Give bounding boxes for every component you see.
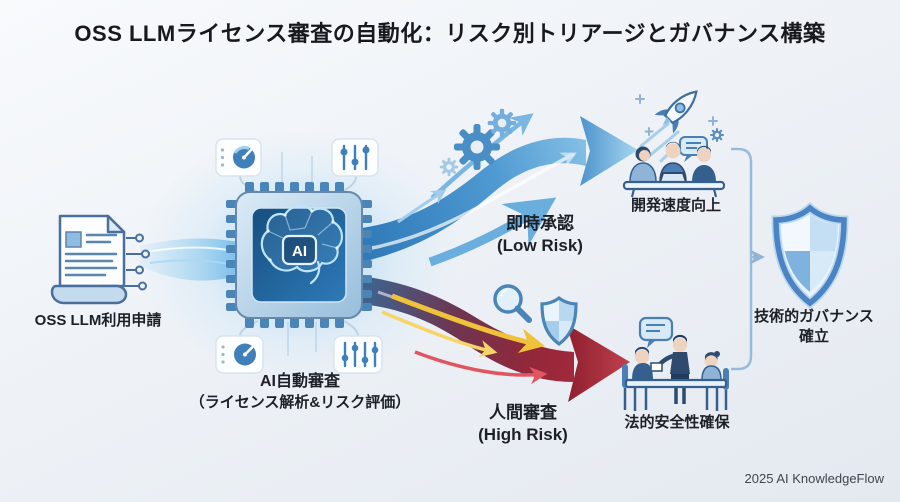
diagram-title: OSS LLMライセンス審査の自動化：リスク別トリアージとガバナンス構築 — [74, 21, 826, 46]
ai-badge-text: AI — [292, 243, 307, 260]
high-risk-label-sub: (High Risk) — [478, 425, 568, 445]
high-risk-arrow — [362, 276, 630, 402]
gauge-card-icon — [215, 138, 262, 177]
ai-badge — [281, 234, 318, 266]
gears-icon — [439, 108, 517, 177]
governance-label-line1: 技術的ガバナンス — [754, 308, 874, 325]
sparkle-icon — [635, 94, 718, 136]
brain-icon — [260, 205, 343, 285]
speech-bubble-icon — [638, 316, 674, 348]
legal-meeting-icon — [622, 316, 729, 411]
brace-connector — [731, 147, 765, 371]
magnifier-icon — [493, 284, 532, 323]
low-risk-label-sub: (Low Risk) — [497, 236, 583, 256]
document-icon — [50, 214, 150, 305]
ai-review-label-main: AI自動審査 — [259, 373, 340, 390]
credit-text: 2025 AI KnowledgeFlow — [744, 471, 884, 486]
high-risk-label: 人間審査 (High Risk) — [443, 402, 603, 446]
ai-review-label-sub: （ライセンス解析&リスク評価） — [189, 393, 411, 411]
application-label: OSS LLM利用申請 — [34, 312, 162, 329]
legal-safety-label: 法的安全性確保 — [624, 414, 730, 431]
ai-review-label: AI自動審査 （ライセンス解析&リスク評価） — [185, 372, 415, 412]
circuit-nodes-icon — [124, 233, 150, 291]
governance-shield-icon — [771, 201, 849, 309]
team-meeting-icon — [622, 128, 726, 198]
dev-speed-label: 開発速度向上 — [630, 197, 721, 214]
chip-pins — [226, 182, 372, 328]
ai-chip-icon: AI — [226, 182, 372, 328]
mini-gear-icon — [710, 128, 724, 142]
governance-label-line2: 確立 — [798, 327, 829, 345]
sliders-card-icon — [331, 138, 379, 177]
sliders-card-icon — [333, 335, 383, 374]
high-risk-label-main: 人間審査 — [489, 403, 557, 422]
gauge-card-icon — [215, 335, 264, 374]
governance-label: 技術的ガバナンス 確立 — [745, 307, 883, 346]
low-risk-label: 即時承認 (Low Risk) — [460, 213, 620, 257]
low-risk-label-main: 即時承認 — [506, 214, 574, 233]
